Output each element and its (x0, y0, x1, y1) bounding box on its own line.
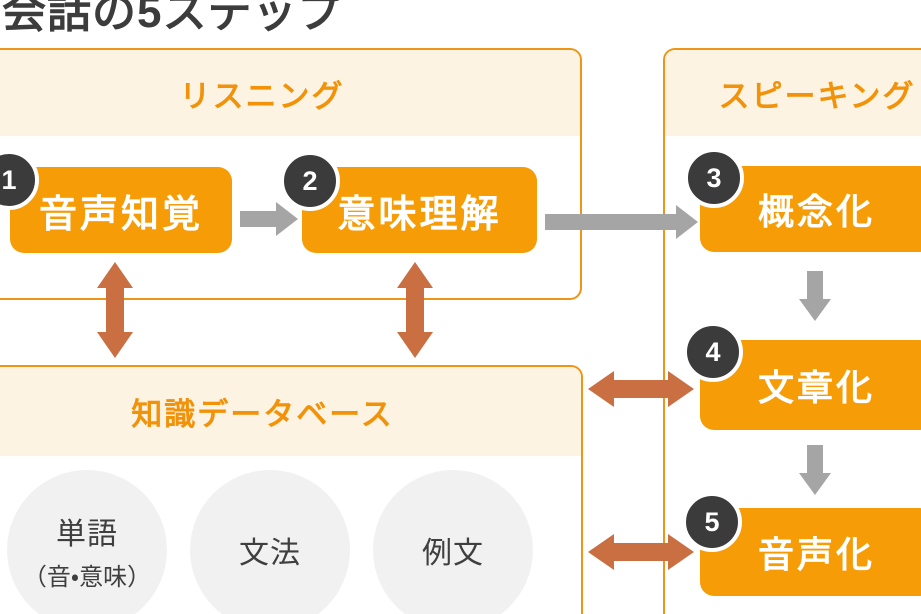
step-box-meaning-comprehension: 意味理解 (302, 167, 537, 253)
speaking-panel-label: スピーキング (718, 78, 916, 114)
step-3-number-badge: 3 (684, 148, 744, 208)
arrow-right-step1-to-step2-icon (240, 202, 298, 236)
arrow-down-step4-to-step5-icon (799, 445, 831, 495)
step-box-sentence-formulation: 文章化 (700, 340, 921, 430)
step-box-speech-perception: 音声知覚 (10, 167, 232, 253)
database-item-examples: 例文 (373, 470, 533, 614)
double-arrow-database-step4-icon (588, 371, 694, 407)
double-arrow-database-step5-icon (588, 534, 694, 570)
database-item-examples-label: 例文 (422, 537, 484, 570)
double-arrow-step2-database-icon (397, 262, 433, 358)
database-item-words-sublabel: （音・意味） (22, 563, 152, 591)
step-5-number-badge: 5 (682, 492, 742, 552)
step-4-number-badge: 4 (683, 322, 743, 382)
database-item-grammar-label: 文法 (239, 537, 301, 570)
database-item-grammar: 文法 (190, 470, 350, 614)
knowledge-database-header: 知識データベース (0, 367, 581, 456)
database-item-words-label: 単語 (56, 517, 118, 551)
step-2-label: 意味理解 (337, 193, 502, 236)
double-arrow-step1-database-icon (97, 262, 133, 358)
arrow-right-step2-to-step3-icon (545, 205, 698, 239)
step-5-label: 音声化 (757, 534, 875, 575)
step-2-number-badge: 2 (280, 151, 340, 211)
speaking-panel-header: スピーキング (665, 50, 921, 136)
listening-panel-header: リスニング (0, 50, 580, 136)
knowledge-database-label: 知識データベース (131, 397, 394, 432)
step-1-label: 音声知覚 (38, 193, 203, 236)
page-title: 会話の5ステップ (2, 0, 343, 37)
step-3-label: 概念化 (757, 191, 875, 232)
step-4-label: 文章化 (757, 367, 875, 408)
arrow-down-step3-to-step4-icon (799, 271, 831, 321)
database-item-words: 単語 （音・意味） (7, 470, 167, 614)
listening-panel-label: リスニング (179, 78, 345, 114)
